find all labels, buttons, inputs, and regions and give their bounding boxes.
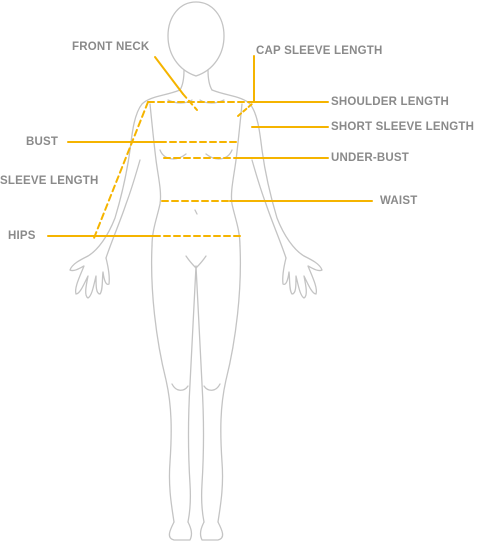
left-breast [159,149,187,160]
label-under-bust: UNDER-BUST [331,152,410,164]
right-arm-outer [211,89,305,257]
label-bust: BUST [26,136,59,148]
torso-right [230,103,243,247]
label-cap-sleeve-length: CAP SLEEVE LENGTH [256,45,383,57]
front-neck-leader [154,56,184,95]
right-foot [199,521,224,541]
neck-right [207,69,213,91]
left-arm-outer [87,89,181,257]
right-leg-outer [217,245,242,523]
right-arm-inner [251,159,287,259]
left-leg-outer [150,245,175,523]
label-hips: HIPS [8,230,36,242]
label-sleeve-length: SLEEVE LENGTH [0,175,99,187]
body-outline [69,1,323,541]
left-arm-inner [105,159,141,259]
sleeve-length-dash [93,101,149,239]
left-knee [171,383,189,391]
left-foot [168,521,193,541]
crotch-curve [185,255,207,269]
left-hand [69,255,110,299]
label-front-neck: FRONT NECK [72,41,150,53]
right-knee [203,383,221,391]
navel [194,209,198,215]
right-breast [205,149,233,160]
label-waist: WAIST [380,195,418,207]
short-sleeve-dash [237,103,253,117]
label-short-sleeve-length: SHORT SLEEVE LENGTH [331,121,475,133]
neck-left [179,69,185,91]
measurement-lines [47,55,373,239]
torso-left [149,103,162,247]
right-hand [282,255,323,299]
left-leg-inner [187,265,197,523]
label-shoulder-length: SHOULDER LENGTH [331,96,449,108]
head-outline [167,1,225,77]
right-leg-inner [195,265,205,523]
